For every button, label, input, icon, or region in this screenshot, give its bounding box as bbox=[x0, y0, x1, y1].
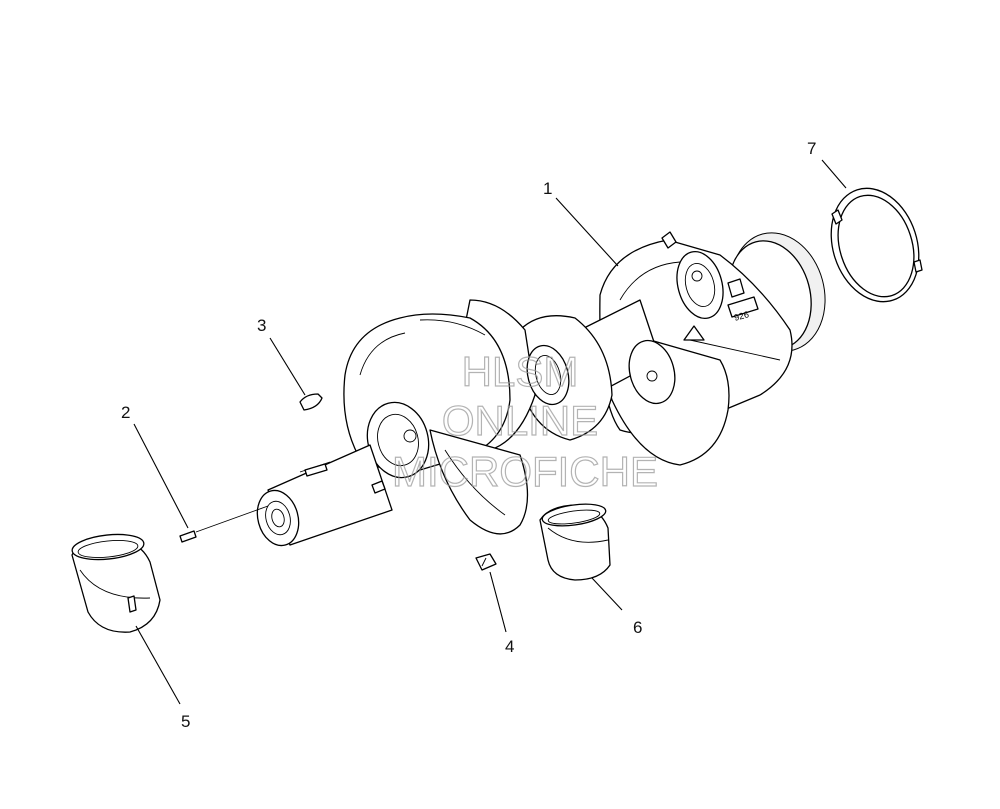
callout-1: 1 bbox=[543, 179, 552, 198]
watermark-line-2: ONLINE bbox=[442, 397, 598, 444]
dowel-pin bbox=[179, 505, 269, 543]
front-main-bearing bbox=[71, 533, 161, 633]
callout-5: 5 bbox=[181, 712, 190, 731]
leader-4 bbox=[489, 571, 507, 633]
main-bearing-shell bbox=[539, 503, 611, 581]
leader-6 bbox=[591, 577, 623, 611]
small-key bbox=[475, 553, 497, 571]
callout-7: 7 bbox=[807, 139, 816, 158]
callout-4: 4 bbox=[505, 637, 514, 656]
watermark-line-1: HLSM bbox=[462, 348, 579, 395]
stamp-number: 926 bbox=[733, 309, 750, 323]
callout-6: 6 bbox=[633, 618, 642, 637]
crankshaft: 926 bbox=[256, 231, 826, 547]
callout-3: 3 bbox=[257, 316, 266, 335]
woodruff-key bbox=[299, 393, 323, 411]
leader-2 bbox=[133, 423, 189, 529]
leader-1 bbox=[555, 197, 619, 267]
leader-5 bbox=[135, 625, 181, 705]
callout-2: 2 bbox=[121, 403, 130, 422]
watermark: HLSM ONLINE MICROFICHE bbox=[391, 347, 658, 495]
watermark-line-3: MICROFICHE bbox=[392, 448, 658, 495]
leader-3 bbox=[269, 337, 306, 396]
leader-7 bbox=[821, 159, 847, 189]
thrust-washer bbox=[830, 187, 923, 303]
